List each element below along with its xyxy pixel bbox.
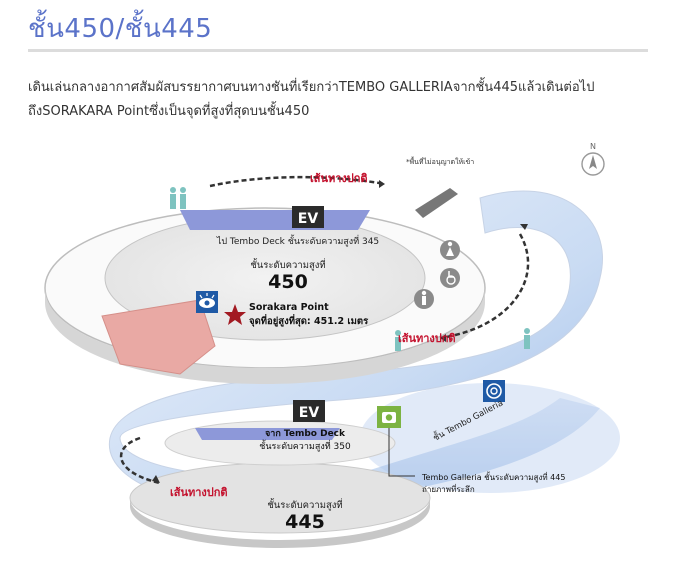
to-deck-label: ไป Tembo Deck ชั้นระดับความสูงที่ 345 — [216, 234, 379, 247]
title-divider — [28, 49, 648, 52]
ev-band-upper — [180, 210, 370, 230]
spiral-ramp — [108, 190, 620, 507]
no-entry-strip — [415, 188, 458, 218]
sorakara-name: Sorakara Point — [249, 302, 329, 313]
route-label-bottom: เส้นทางปกติ — [170, 486, 228, 499]
compass-label: N — [590, 142, 596, 151]
sorakara-zone — [101, 299, 216, 375]
description-line-2: ถึงSORAKARA Pointซึ่งเป็นจุดที่สูงที่สุด… — [28, 104, 310, 119]
description: เดินเล่นกลางอากาศสัมผัสบรรยากาศบนทางชันท… — [28, 76, 648, 124]
route-label-top: เส้นทางปกติ — [310, 172, 368, 185]
floor-number-450: 450 — [268, 271, 308, 293]
man-restroom-icon — [414, 289, 434, 309]
woman-restroom-icon — [440, 240, 460, 260]
from-deck-height: ชั้นระดับความสูงที่ 350 — [259, 439, 351, 452]
height-label-upper: ชั้นระดับความสูงที่ — [250, 258, 325, 271]
star-icon — [224, 304, 246, 325]
from-deck-label: จาก Tembo Deck — [265, 429, 346, 439]
route-label-right: เส้นทางปกติ — [398, 332, 456, 345]
ev-elevator-lower: EV — [293, 400, 325, 422]
north-compass-icon: N — [581, 142, 605, 176]
floor-number-445: 445 — [285, 511, 325, 533]
description-line-1: เดินเล่นกลางอากาศสัมผัสบรรยากาศบนทางชันท… — [28, 80, 595, 95]
sorakara-height: จุดที่อยู่สูงที่สุด: 451.2 เมตร — [249, 313, 369, 328]
ev-elevator-upper: EV — [292, 206, 324, 228]
wheelchair-icon — [440, 268, 460, 288]
ev-band-lower — [195, 428, 340, 440]
ev-label-upper: EV — [298, 211, 319, 227]
photo-note-line-2: ถ่ายภาพที่ระลึก — [422, 483, 475, 494]
camera-icon — [377, 406, 401, 428]
visitors-icon — [170, 187, 530, 508]
page-title: ชั้น450/ชั้น445 — [28, 14, 213, 44]
floor-445 — [120, 420, 431, 548]
floor-diagram: N EV ไป Tembo Deck ชั้นระดับความสูงที่ 3… — [40, 138, 670, 570]
ev-label-lower: EV — [299, 405, 320, 421]
view-eye-icon — [196, 291, 218, 313]
photo-note-line-1: Tembo Galleria ชั้นระดับความสูงที่ 445 — [421, 471, 565, 483]
height-label-lower: ชั้นระดับความสูงที่ — [267, 498, 342, 511]
ramp-badge-icon — [483, 380, 505, 402]
no-entry-note: *พื้นที่ไม่อนุญาตให้เข้า — [406, 155, 474, 166]
